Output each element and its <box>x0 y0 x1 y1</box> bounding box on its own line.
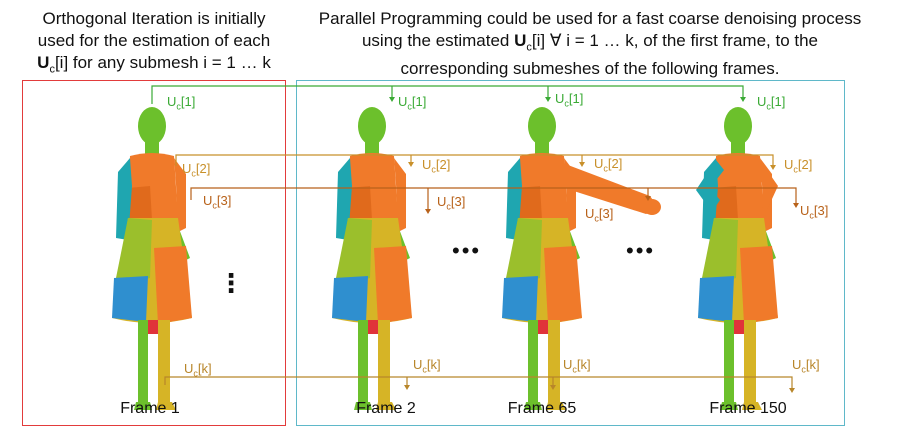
right-caption: Parallel Programming could be used for a… <box>290 8 890 80</box>
label-uck-frame65: Uc[k] <box>563 357 591 375</box>
label-uc2-frame150: Uc[2] <box>784 157 813 175</box>
right-caption-line2: using the estimated Uc[i] ∀ i = 1 … k, o… <box>361 31 819 54</box>
label-uc1-frame65: Uc[1] <box>555 91 584 109</box>
left-caption-line3: Uc[i] for any submesh i = 1 … k <box>37 53 271 76</box>
label-uc1-frame2: Uc[1] <box>398 94 427 112</box>
label-uc3-frame65: Uc[3] <box>585 206 614 224</box>
following-frames-box <box>296 80 845 426</box>
left-caption-line1: Orthogonal Iteration is initially <box>42 9 266 28</box>
label-uck-frame1: Uc[k] <box>184 361 212 379</box>
vertical-dots: ⋮ <box>218 268 244 298</box>
label-uc2-frame1: Uc[2] <box>182 161 211 179</box>
left-caption: Orthogonal Iteration is initially used f… <box>6 8 302 80</box>
mesh-frame-2 <box>332 107 412 410</box>
first-frame-box <box>22 80 286 426</box>
frame-label-65: Frame 65 <box>507 400 577 417</box>
right-caption-line1: Parallel Programming could be used for a… <box>318 9 862 28</box>
mesh-frame-150 <box>696 107 778 410</box>
label-uc1-frame1: Uc[1] <box>167 94 196 112</box>
ellipsis-between-frames-2-65: ••• <box>452 238 482 263</box>
label-uc2-frame65: Uc[2] <box>594 156 623 174</box>
label-uc1-frame150: Uc[1] <box>757 94 786 112</box>
left-caption-line2: used for the estimation of each <box>37 31 271 50</box>
arrow-uc3 <box>190 187 797 210</box>
label-uc3-frame2: Uc[3] <box>437 194 466 212</box>
arrow-uck <box>164 376 793 389</box>
label-uck-frame2: Uc[k] <box>413 357 441 375</box>
label-uck-frame150: Uc[k] <box>792 357 820 375</box>
arrow-uc2 <box>175 154 774 166</box>
label-uc3-frame1: Uc[3] <box>203 193 232 211</box>
frame-label-2: Frame 2 <box>356 400 416 417</box>
label-uc2-frame2: Uc[2] <box>422 157 451 175</box>
uc-symbol: U <box>37 53 50 72</box>
label-uc3-frame150: Uc[3] <box>800 203 829 221</box>
frame-label-1: Frame 1 <box>120 400 180 417</box>
right-caption-line3: corresponding submeshes of the following… <box>400 59 780 79</box>
frame-label-150: Frame 150 <box>709 400 787 417</box>
arrow-uc1 <box>151 85 744 104</box>
ellipsis-between-frames-65-150: ••• <box>626 238 656 263</box>
mesh-frame-1 <box>112 107 192 410</box>
